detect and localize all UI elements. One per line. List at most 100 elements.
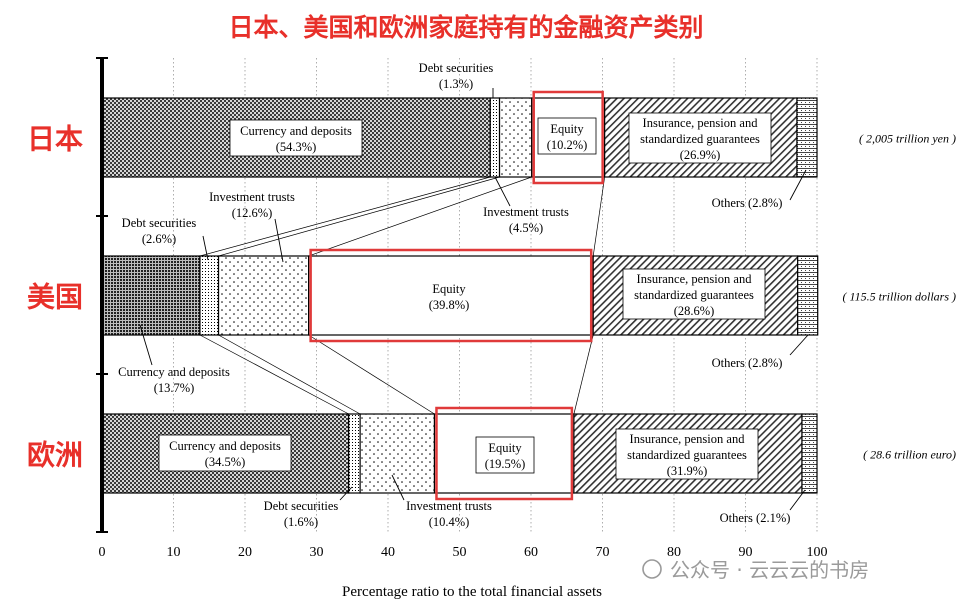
- segment-label: (10.2%): [547, 138, 588, 152]
- bar-segment-others: [801, 413, 818, 494]
- segment-label: standardized guarantees: [634, 288, 754, 302]
- row-total: ( 28.6 trillion euro): [863, 448, 956, 462]
- row-label: 美国: [27, 281, 83, 314]
- label-box: [158, 434, 292, 472]
- segment-label: Others (2.8%): [712, 356, 783, 370]
- connector-lines: [199, 176, 605, 415]
- bar-segment-others: [797, 255, 819, 336]
- row-label: 欧洲: [27, 439, 83, 472]
- segment-label: (12.6%): [232, 206, 273, 220]
- connector-line: [199, 176, 491, 257]
- leader-line: [789, 489, 806, 511]
- y-axis: [96, 57, 108, 533]
- bar-segment-debt-securities: [489, 97, 501, 178]
- connector-line: [218, 176, 500, 257]
- bar-segment-investment-trusts: [217, 255, 310, 336]
- segment-label: Insurance, pension and: [630, 432, 746, 446]
- segment-label: Debt securities: [419, 61, 494, 75]
- segment-label: Others (2.1%): [720, 511, 791, 525]
- segment-label: Currency and deposits: [118, 365, 230, 379]
- wechat-icon: [642, 559, 662, 579]
- label-box: [537, 117, 597, 155]
- leader-lines: [139, 88, 809, 511]
- connector-line: [308, 334, 435, 415]
- equity-highlight-box: [532, 90, 604, 185]
- segment-label: standardized guarantees: [640, 132, 760, 146]
- watermark: 公众号 · 云云云的书房: [642, 558, 869, 582]
- x-tick-label-10: 10: [167, 545, 181, 560]
- label-box: [615, 428, 759, 480]
- segment-label: Debt securities: [264, 499, 339, 513]
- segment-labels: Currency and deposits (54.3%) Debt securit…: [118, 61, 790, 529]
- segment-label: (39.8%): [429, 298, 470, 312]
- leader-line: [339, 486, 353, 501]
- segment-label: (54.3%): [276, 140, 317, 154]
- connector-line: [308, 176, 532, 257]
- x-axis-label: Percentage ratio to the total financial …: [342, 584, 602, 600]
- x-tick-label-30: 30: [310, 545, 324, 560]
- leader-line: [139, 324, 153, 366]
- segment-label: (19.5%): [485, 457, 526, 471]
- segment-label: Currency and deposits: [169, 439, 281, 453]
- connector-line: [199, 334, 349, 415]
- x-tick-label-80: 80: [667, 545, 681, 560]
- segment-label: (1.6%): [284, 515, 318, 529]
- x-tick-label-20: 20: [238, 545, 252, 560]
- row-label: 日本: [27, 123, 83, 156]
- bar-segment-equity: [308, 255, 594, 336]
- label-box: [622, 268, 766, 320]
- segment-label: Insurance, pension and: [643, 116, 759, 130]
- bar-segment-investment-trusts: [359, 413, 436, 494]
- segment-label: (28.6%): [674, 304, 715, 318]
- connector-line: [592, 176, 605, 257]
- x-tick-label-50: 50: [453, 545, 467, 560]
- bar-segment-debt-securities: [199, 255, 220, 336]
- segment-label: Investment trusts: [483, 205, 569, 219]
- equity-highlight-box: [435, 406, 574, 501]
- segment-label: Equity: [550, 122, 584, 136]
- connector-line: [573, 334, 594, 415]
- row-total: ( 2,005 trillion yen ): [859, 132, 956, 146]
- label-box: [628, 112, 772, 164]
- segment-label: Insurance, pension and: [637, 272, 753, 286]
- connector-line: [218, 334, 361, 415]
- x-tick-label-100: 100: [807, 545, 828, 560]
- leader-line: [202, 235, 209, 261]
- segment-label: (4.5%): [509, 221, 543, 235]
- segment-label: (26.9%): [680, 148, 721, 162]
- segment-label: Investment trusts: [209, 190, 295, 204]
- equity-highlights: [309, 90, 604, 501]
- x-tick-label-40: 40: [381, 545, 395, 560]
- segment-label: Equity: [432, 282, 466, 296]
- leader-line: [391, 474, 405, 501]
- segment-label: (1.3%): [439, 77, 473, 91]
- watermark-text: 公众号 · 云云云的书房: [670, 558, 869, 582]
- segment-label: (31.9%): [667, 464, 708, 478]
- segment-label: Debt securities: [122, 216, 197, 230]
- segment-label: Others (2.8%): [712, 196, 783, 210]
- bar-segment-debt-securities: [348, 413, 361, 494]
- chart-title: 日本、美国和欧洲家庭持有的金融资产类别: [228, 13, 703, 42]
- segment-label: (2.6%): [142, 232, 176, 246]
- x-tick-label-0: 0: [99, 545, 106, 560]
- leader-line: [274, 218, 284, 263]
- label-box: [229, 119, 363, 157]
- x-tick-label-60: 60: [524, 545, 538, 560]
- segment-label: standardized guarantees: [627, 448, 747, 462]
- leader-line: [494, 176, 511, 207]
- x-tick-label-70: 70: [596, 545, 610, 560]
- leader-line: [789, 169, 807, 201]
- segment-label: (34.5%): [205, 455, 246, 469]
- label-box: [475, 436, 535, 474]
- equity-highlight-box: [309, 248, 593, 343]
- bar-segment-others: [796, 97, 818, 178]
- bar-segment-currency-and-deposits: [101, 255, 201, 336]
- segment-label: Equity: [488, 441, 522, 455]
- segment-label: (10.4%): [429, 515, 470, 529]
- row-total: ( 115.5 trillion dollars ): [843, 290, 956, 304]
- segment-label: (13.7%): [154, 381, 195, 395]
- segment-label: Investment trusts: [406, 499, 492, 513]
